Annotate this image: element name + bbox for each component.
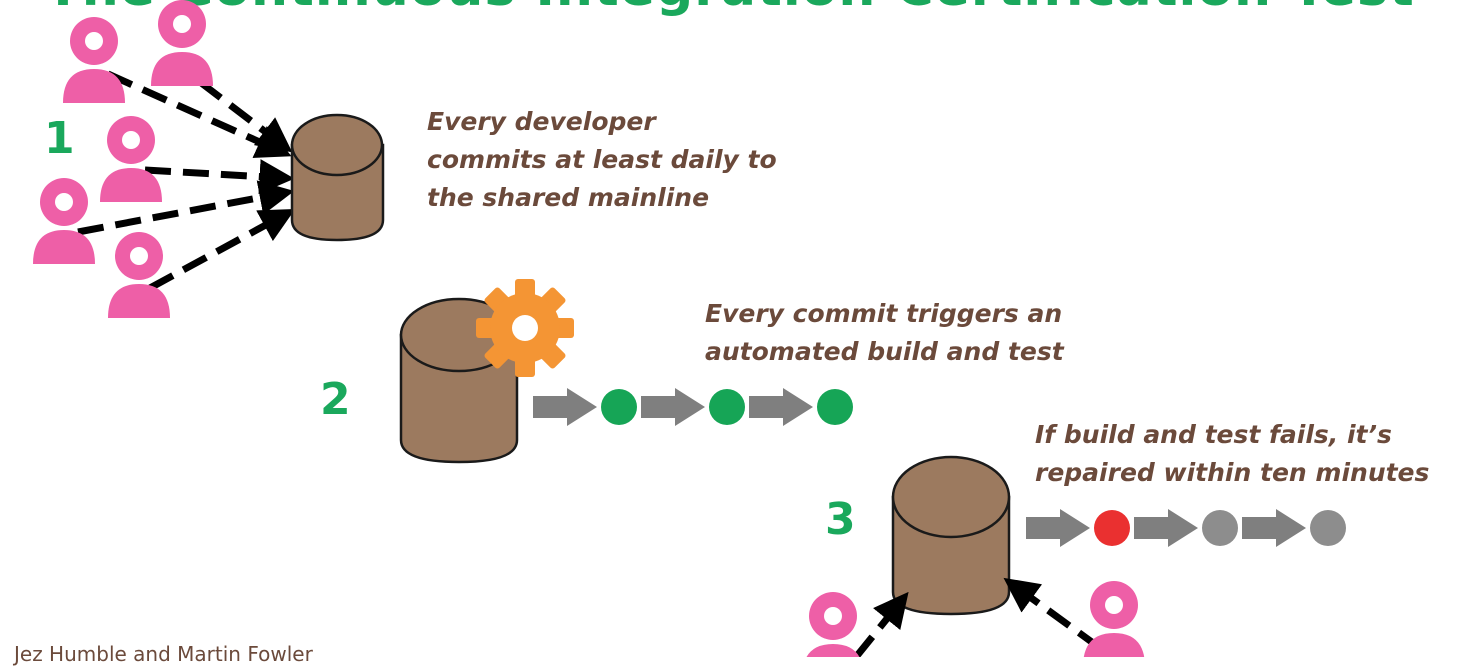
caption-line: If build and test fails, it’s	[1035, 420, 1392, 449]
step-3-caption: If build and test fails, it’s repaired w…	[1035, 416, 1429, 492]
person-icon	[108, 232, 170, 318]
diagram-title: The Continuous Integration Certification…	[0, 0, 1460, 18]
arrow-right-icon	[533, 388, 597, 426]
status-dot-pending	[1310, 510, 1346, 546]
commit-arrow	[106, 70, 292, 158]
person-icon	[100, 116, 162, 202]
pipeline-step-3	[1026, 509, 1346, 547]
person-icon	[1083, 581, 1145, 657]
status-dot-pending	[1202, 510, 1238, 546]
pipeline-step-2	[533, 388, 853, 426]
arrow-right-icon	[1134, 509, 1198, 547]
commit-arrow	[853, 591, 909, 657]
commit-arrow	[197, 79, 293, 153]
person-icon	[151, 0, 213, 86]
arrow-right-icon	[1026, 509, 1090, 547]
repository-icon	[891, 455, 1011, 616]
gear-icon	[476, 279, 574, 377]
caption-line: repaired within ten minutes	[1035, 458, 1430, 487]
step-number-2: 2	[320, 374, 351, 425]
status-dot-pass	[817, 389, 853, 425]
caption-line: the shared mainline	[427, 183, 710, 212]
caption-line: Every developer	[427, 107, 656, 136]
commit-arrow	[144, 159, 295, 195]
caption-line: commits at least daily to	[427, 145, 777, 174]
person-icon	[33, 178, 95, 264]
step-2-caption: Every commit triggers an automated build…	[705, 295, 1064, 371]
arrow-right-icon	[1242, 509, 1306, 547]
status-dot-pass	[709, 389, 745, 425]
credit-text: Jez Humble and Martin Fowler	[14, 642, 313, 666]
arrow-right-icon	[641, 388, 705, 426]
person-icon	[806, 592, 860, 657]
commit-arrow	[77, 180, 295, 236]
status-dot-pass	[601, 389, 637, 425]
commit-arrow	[148, 208, 296, 292]
step-number-3: 3	[825, 494, 856, 545]
status-dot-fail	[1094, 510, 1130, 546]
repository-icon	[290, 113, 385, 242]
person-icon	[63, 17, 125, 103]
arrow-right-icon	[749, 388, 813, 426]
caption-line: Every commit triggers an	[705, 299, 1063, 328]
step-1-caption: Every developer commits at least daily t…	[427, 103, 777, 217]
commit-arrow	[1003, 577, 1103, 651]
caption-line: automated build and test	[705, 337, 1064, 366]
step-number-1: 1	[44, 113, 75, 164]
